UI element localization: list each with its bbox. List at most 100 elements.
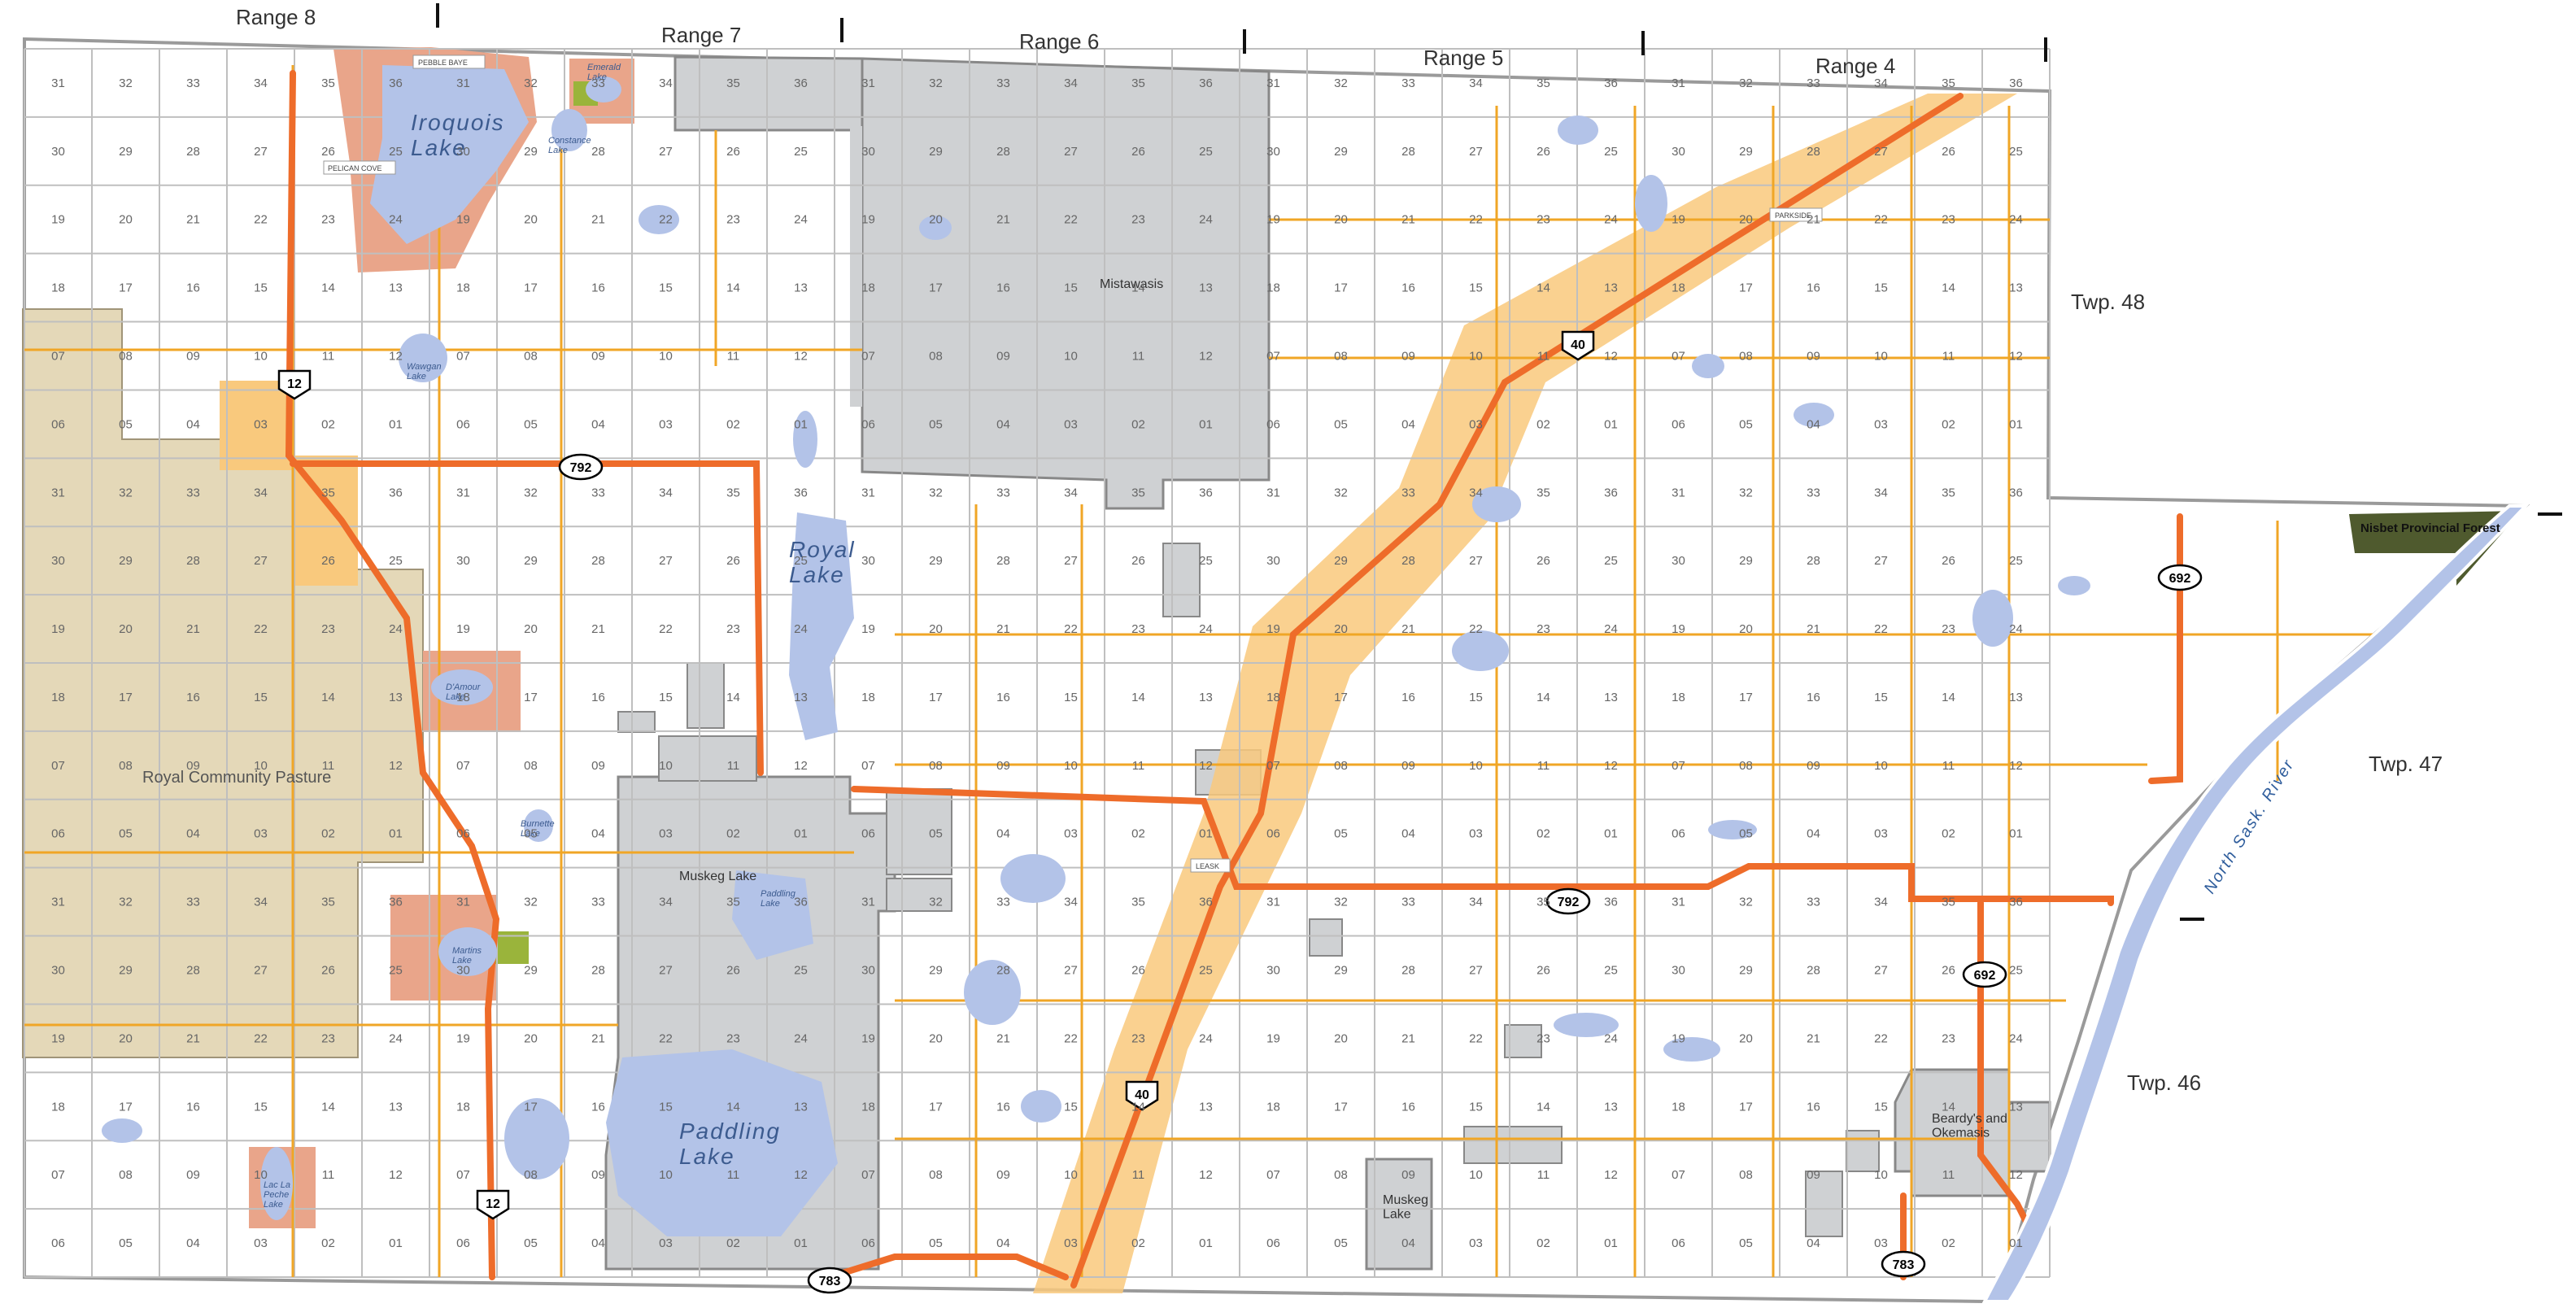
section-number: 27 <box>1064 964 1078 978</box>
section-number: 27 <box>1874 554 1888 568</box>
hwy-692b-marker: 692 <box>1962 961 2007 988</box>
section-number: 32 <box>1739 896 1753 909</box>
section-number: 35 <box>1942 486 1955 499</box>
section-number: 05 <box>1334 1236 1348 1250</box>
section-number: 08 <box>929 350 943 364</box>
section-number: 31 <box>456 486 470 499</box>
section-number: 07 <box>1672 350 1685 364</box>
section-number: 15 <box>1874 281 1888 295</box>
section-number: 14 <box>1536 1100 1550 1114</box>
section-number: 12 <box>1604 759 1618 773</box>
section-number: 27 <box>1874 145 1888 159</box>
parkside-label: PARKSIDE <box>1775 211 1811 220</box>
section-number: 14 <box>1942 281 1955 295</box>
section-number: 21 <box>186 213 200 227</box>
section-number: 07 <box>456 350 470 364</box>
section-number: 02 <box>321 417 335 431</box>
section-number: 06 <box>456 827 470 841</box>
section-number: 04 <box>591 417 605 431</box>
burnette-lake-shape <box>524 809 553 842</box>
lake-8 <box>1554 1013 1619 1037</box>
section-number: 03 <box>1874 417 1888 431</box>
section-number: 31 <box>1266 486 1280 499</box>
section-number: 10 <box>1469 1168 1483 1182</box>
section-number: 15 <box>1064 691 1078 704</box>
section-number: 14 <box>321 1100 335 1114</box>
section-number: 16 <box>996 691 1010 704</box>
section-number: 14 <box>1942 691 1955 704</box>
section-number: 13 <box>794 691 808 704</box>
hwy-12-shield: 12 <box>277 369 312 400</box>
section-number: 04 <box>996 417 1010 431</box>
reserve-small-7 <box>1504 1024 1542 1058</box>
section-number: 21 <box>1401 622 1415 636</box>
section-number: 09 <box>1401 350 1415 364</box>
section-number: 29 <box>524 964 538 978</box>
section-number: 23 <box>726 213 740 227</box>
reserve-r7-sliver <box>850 126 862 407</box>
section-number: 16 <box>591 1100 605 1114</box>
section-number: 06 <box>1266 417 1280 431</box>
section-number: 04 <box>996 827 1010 841</box>
section-number: 02 <box>1942 827 1955 841</box>
martins-lake-shape <box>438 927 497 976</box>
section-number: 34 <box>1064 76 1078 90</box>
section-number: 15 <box>1469 1100 1483 1114</box>
section-number: 04 <box>1807 827 1820 841</box>
section-number: 14 <box>321 281 335 295</box>
section-number: 11 <box>1132 759 1145 773</box>
section-number: 02 <box>1131 827 1145 841</box>
section-number: 07 <box>861 1168 875 1182</box>
section-number: 25 <box>1199 145 1213 159</box>
section-number: 16 <box>1807 1100 1820 1114</box>
section-number: 24 <box>794 213 808 227</box>
section-number: 19 <box>1672 622 1685 636</box>
section-number: 29 <box>1334 964 1348 978</box>
section-number: 28 <box>996 145 1010 159</box>
section-number: 04 <box>996 1236 1010 1250</box>
section-number: 05 <box>1334 417 1348 431</box>
section-number: 08 <box>929 759 943 773</box>
section-number: 29 <box>1334 554 1348 568</box>
section-number: 26 <box>1131 554 1145 568</box>
section-number: 21 <box>1807 213 1820 227</box>
section-number: 02 <box>726 827 740 841</box>
section-number: 11 <box>1942 1168 1955 1182</box>
section-number: 23 <box>726 1031 740 1045</box>
royal-community-pasture <box>22 308 424 1058</box>
section-number: 17 <box>1334 691 1348 704</box>
section-number: 34 <box>1064 896 1078 909</box>
section-number: 08 <box>1739 350 1753 364</box>
section-number: 13 <box>2009 1100 2023 1114</box>
section-number: 25 <box>2009 964 2023 978</box>
section-number: 17 <box>524 281 538 295</box>
section-number: 17 <box>524 691 538 704</box>
section-number: 25 <box>2009 145 2023 159</box>
section-number: 29 <box>929 145 943 159</box>
section-number: 13 <box>1604 281 1618 295</box>
section-number: 10 <box>659 350 673 364</box>
section-number: 25 <box>389 145 403 159</box>
section-number: 25 <box>794 145 808 159</box>
section-number: 15 <box>1469 691 1483 704</box>
parkside-marker <box>1769 207 1823 222</box>
section-number: 19 <box>1266 213 1280 227</box>
section-number: 09 <box>186 759 200 773</box>
section-number: 09 <box>1401 759 1415 773</box>
section-number: 32 <box>1334 896 1348 909</box>
section-number: 20 <box>119 213 133 227</box>
section-number: 03 <box>659 417 673 431</box>
section-number: 36 <box>794 76 808 90</box>
section-number: 22 <box>1874 1031 1888 1045</box>
hwy-783-line <box>826 1254 1069 1280</box>
section-number: 36 <box>794 486 808 499</box>
section-number: 12 <box>794 759 808 773</box>
section-number: 08 <box>119 350 133 364</box>
section-number: 27 <box>1064 145 1078 159</box>
section-number: 28 <box>1401 145 1415 159</box>
section-number: 14 <box>1131 691 1145 704</box>
